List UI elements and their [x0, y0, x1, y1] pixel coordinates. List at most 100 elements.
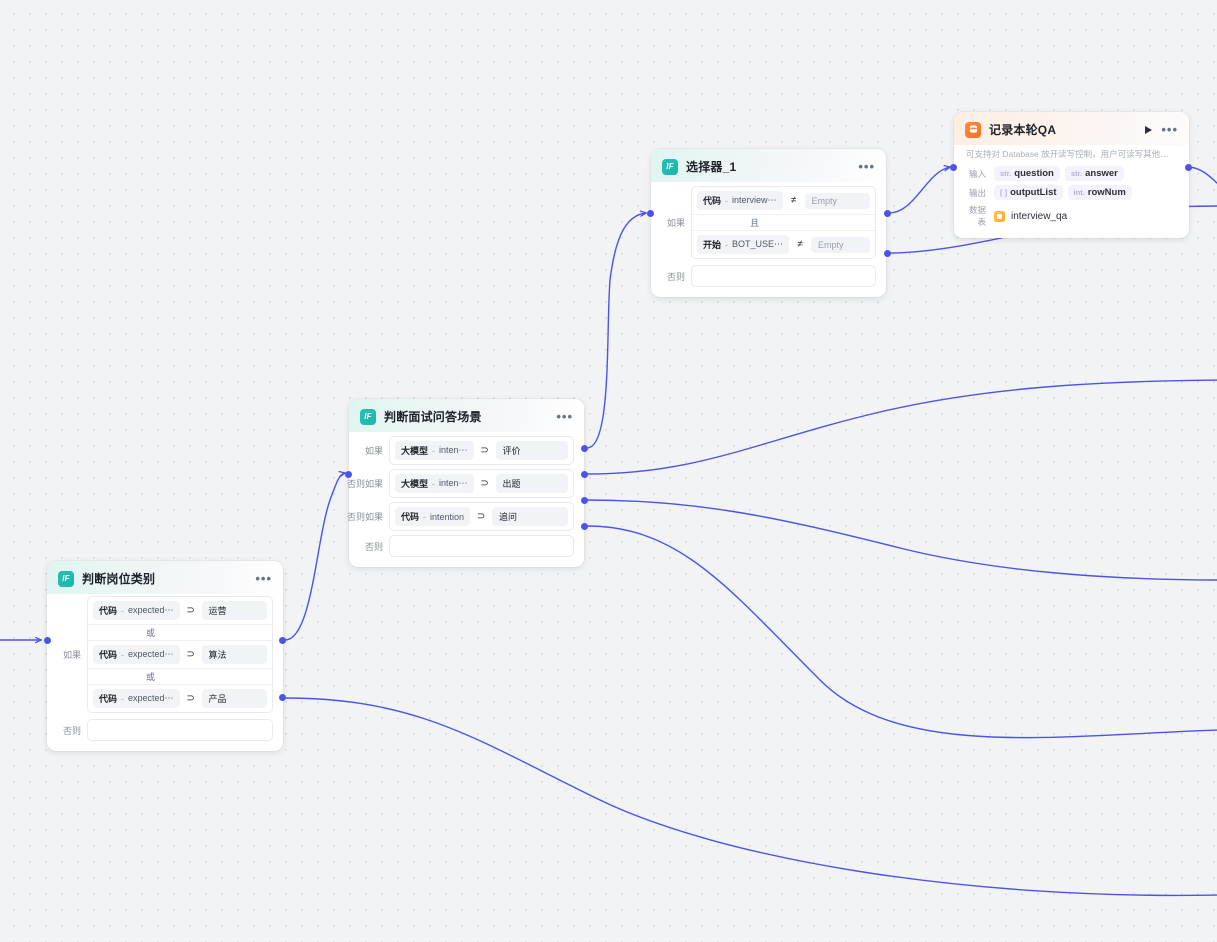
condition-row[interactable]: 代码 - expected⋯ ⊃ 产品 — [88, 685, 272, 712]
node-record-qa[interactable]: 记录本轮QA ••• 可支持对 Database 放开读写控制，用户可读写其他用… — [954, 112, 1189, 238]
node-menu-button[interactable]: ••• — [556, 408, 573, 424]
output-type: int. — [1073, 188, 1085, 197]
branch-if: 如果 代码 - interview⋯ ≠ Empty 且 — [661, 186, 876, 259]
input-chip[interactable]: str. question — [994, 166, 1060, 181]
node-menu-button[interactable]: ••• — [858, 158, 875, 174]
condition-value[interactable]: 追问 — [492, 507, 568, 526]
reference-pill[interactable]: 代码 - expected⋯ — [93, 601, 180, 620]
input-chip[interactable]: str. answer — [1064, 166, 1124, 181]
input-type: str. — [1070, 169, 1083, 178]
node-title: 判断面试问答场景 — [384, 410, 482, 424]
condition-row[interactable]: 代码 - expected⋯ ⊃ 算法 — [88, 641, 272, 668]
condition-operator[interactable]: ⊃ — [186, 649, 195, 660]
reference-source: 代码 — [401, 512, 420, 522]
datatable-row[interactable]: 数据表 interview_qa — [966, 204, 1177, 228]
port-out-job-category-if[interactable] — [279, 637, 286, 644]
port-out-record-qa[interactable] — [1185, 164, 1192, 171]
header-actions[interactable]: ••• — [858, 158, 875, 174]
reference-pill[interactable]: 代码 - expected⋯ — [93, 689, 180, 708]
condition-value[interactable]: 评价 — [495, 441, 568, 460]
header-actions[interactable]: ••• — [1145, 121, 1178, 137]
port-out-scene-if[interactable] — [581, 445, 588, 452]
port-in-selector[interactable] — [647, 210, 654, 217]
condition-value[interactable]: 算法 — [201, 645, 267, 664]
condition-row[interactable]: 代码 - interview⋯ ≠ Empty — [692, 187, 875, 214]
if-icon: IF — [662, 158, 678, 175]
else-drop-area[interactable] — [87, 719, 273, 741]
if-icon: IF — [360, 408, 376, 425]
node-job-category[interactable]: IF 判断岗位类别 ••• 如果 代码 - expected⋯ ⊃ — [47, 561, 283, 751]
node-menu-button[interactable]: ••• — [255, 570, 272, 586]
condition-value[interactable]: 产品 — [201, 689, 267, 708]
port-in-job-category[interactable] — [44, 637, 51, 644]
branch-label: 否则 — [666, 271, 685, 282]
node-menu-button[interactable]: ••• — [1161, 121, 1178, 137]
port-out-scene-else[interactable] — [581, 523, 588, 530]
condition-group[interactable]: 代码 - expected⋯ ⊃ 运营 或 代码 - expected⋯ — [87, 596, 273, 713]
branch-label: 否则如果 — [346, 479, 383, 489]
condition-operator[interactable]: ⊃ — [480, 478, 489, 489]
reference-pill[interactable]: 代码 - intention — [395, 507, 471, 526]
input-type: str. — [1000, 169, 1012, 178]
condition-row[interactable]: 大模型 - inten⋯ ⊃ 出题 — [390, 470, 573, 497]
reference-source: 大模型 — [401, 479, 429, 489]
condition-operator[interactable]: ≠ — [797, 239, 803, 250]
node-selector[interactable]: IF 选择器_1 ••• 如果 代码 - interview⋯ ≠ — [651, 149, 886, 297]
header-actions[interactable]: ••• — [556, 408, 573, 424]
condition-row[interactable]: 开始 - BOT_USE⋯ ≠ Empty — [692, 231, 875, 258]
condition-group[interactable]: 大模型 - inten⋯ ⊃ 评价 — [389, 436, 574, 465]
header-actions[interactable]: ••• — [255, 570, 272, 586]
condition-operator[interactable]: ⊃ — [476, 511, 486, 522]
node-header: IF 判断面试问答场景 ••• — [349, 399, 584, 432]
edge-scene-elseif1-right — [586, 379, 1217, 475]
condition-operator[interactable]: ⊃ — [480, 445, 489, 456]
logic-operator[interactable]: 或 — [88, 668, 272, 685]
reference-pill[interactable]: 代码 - expected⋯ — [93, 645, 180, 664]
condition-group[interactable]: 代码 - intention ⊃ 追问 — [389, 502, 574, 531]
port-in-interview-scene[interactable] — [345, 471, 352, 478]
else-drop-area[interactable] — [691, 265, 876, 287]
node-title: 记录本轮QA — [989, 123, 1057, 137]
condition-operator[interactable]: ⊃ — [186, 605, 195, 616]
database-icon — [965, 121, 981, 138]
reference-pill[interactable]: 开始 - BOT_USE⋯ — [697, 235, 790, 254]
condition-value[interactable]: 出题 — [495, 474, 568, 493]
reference-pill[interactable]: 大模型 - inten⋯ — [395, 441, 474, 460]
port-out-scene-elseif-2[interactable] — [581, 497, 588, 504]
reference-separator: - — [121, 649, 125, 660]
run-icon[interactable] — [1145, 125, 1153, 134]
port-out-scene-elseif-1[interactable] — [581, 471, 588, 478]
reference-source: 代码 — [703, 196, 722, 206]
port-in-record-qa[interactable] — [950, 164, 957, 171]
condition-value[interactable]: Empty — [811, 236, 870, 253]
output-chip[interactable]: [ ] outputList — [994, 185, 1063, 200]
condition-operator[interactable]: ⊃ — [186, 693, 195, 704]
port-out-job-category-else[interactable] — [279, 694, 286, 701]
output-name: rowNum — [1087, 187, 1126, 198]
condition-value[interactable]: Empty — [804, 192, 870, 209]
logic-operator[interactable]: 且 — [692, 214, 875, 231]
reference-pill[interactable]: 代码 - interview⋯ — [697, 191, 783, 210]
outputs-label: 输出 — [968, 187, 986, 198]
condition-value[interactable]: 运营 — [201, 601, 267, 620]
branch-label: 如果 — [364, 446, 383, 456]
condition-row[interactable]: 代码 - expected⋯ ⊃ 运营 — [88, 597, 272, 624]
condition-group[interactable]: 大模型 - inten⋯ ⊃ 出题 — [389, 469, 574, 498]
condition-row[interactable]: 代码 - intention ⊃ 追问 — [390, 503, 573, 530]
condition-operator[interactable]: ≠ — [790, 195, 797, 206]
condition-row[interactable]: 大模型 - inten⋯ ⊃ 评价 — [390, 437, 573, 464]
branch-label: 如果 — [62, 650, 81, 660]
node-header: IF 判断岗位类别 ••• — [47, 561, 283, 594]
node-interview-scene[interactable]: IF 判断面试问答场景 ••• 如果 大模型 - inten⋯ ⊃ — [346, 399, 584, 567]
condition-group[interactable]: 代码 - interview⋯ ≠ Empty 且 开始 - BOT_USE⋯ — [691, 186, 876, 259]
node-header: IF 选择器_1 ••• — [651, 149, 886, 182]
output-chip[interactable]: int. rowNum — [1067, 185, 1132, 200]
port-out-selector-if[interactable] — [884, 210, 891, 217]
datatable-name: interview_qa — [1011, 210, 1068, 222]
else-drop-area[interactable] — [389, 535, 574, 557]
port-out-selector-else[interactable] — [884, 250, 891, 257]
reference-pill[interactable]: 大模型 - inten⋯ — [395, 474, 474, 493]
node-body: 如果 代码 - expected⋯ ⊃ 运营 或 代码 — [47, 596, 283, 751]
logic-operator[interactable]: 或 — [88, 624, 272, 641]
